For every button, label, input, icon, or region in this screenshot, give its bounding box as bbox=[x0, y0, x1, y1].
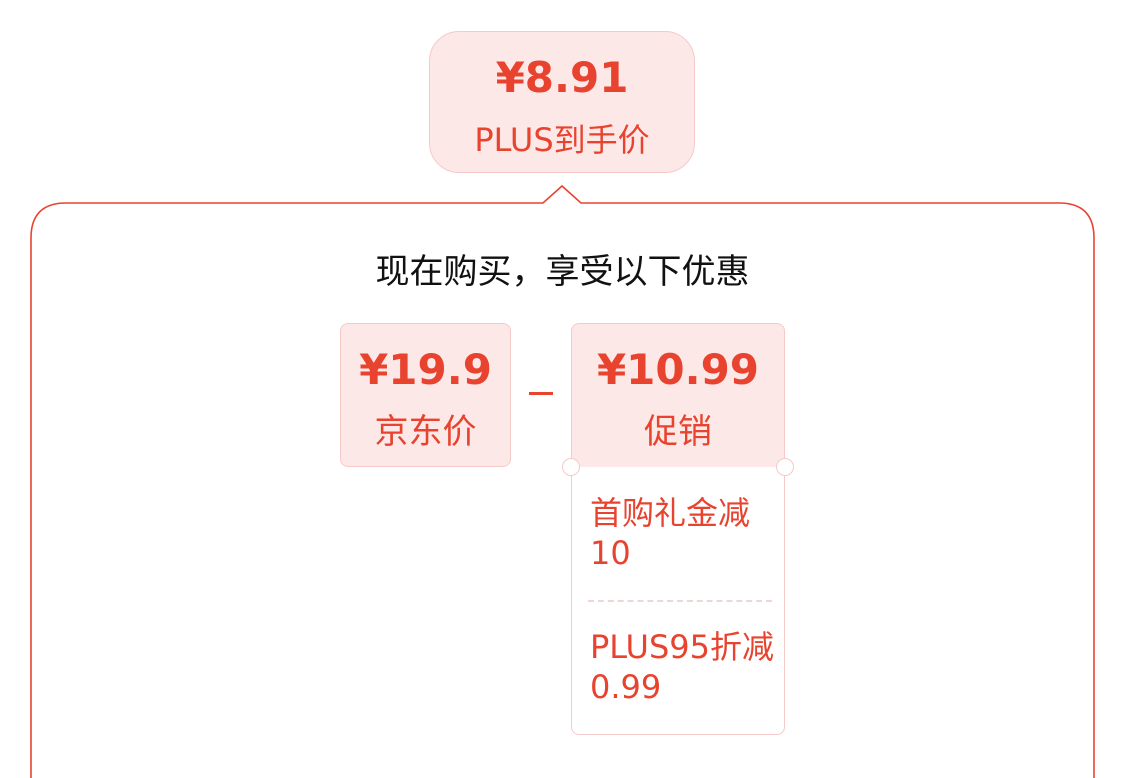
promotion-label: 促销 bbox=[644, 412, 712, 452]
promotion-detail-item: PLUS95折减0.99 bbox=[590, 628, 774, 706]
minus-icon bbox=[529, 392, 553, 395]
promotion-card: ¥10.99 促销 bbox=[571, 323, 785, 467]
jd-price-card: ¥19.9 京东价 bbox=[340, 323, 511, 467]
jd-price-amount: ¥19.9 bbox=[359, 345, 492, 394]
final-price-label: PLUS到手价 bbox=[474, 121, 650, 159]
final-price-amount: ¥8.91 bbox=[495, 53, 629, 102]
offer-headline: 现在购买，享受以下优惠 bbox=[375, 252, 750, 292]
jd-price-label: 京东价 bbox=[374, 412, 477, 452]
promotion-amount: ¥10.99 bbox=[596, 345, 760, 394]
promotion-details-panel: 首购礼金减10 PLUS95折减0.99 bbox=[571, 467, 785, 735]
dashed-divider bbox=[588, 600, 772, 602]
promotion-detail-item: 首购礼金减10 bbox=[590, 494, 751, 572]
final-price-bubble: ¥8.91 PLUS到手价 bbox=[429, 31, 695, 173]
ticket-notch-right bbox=[776, 458, 794, 476]
ticket-notch-left bbox=[562, 458, 580, 476]
